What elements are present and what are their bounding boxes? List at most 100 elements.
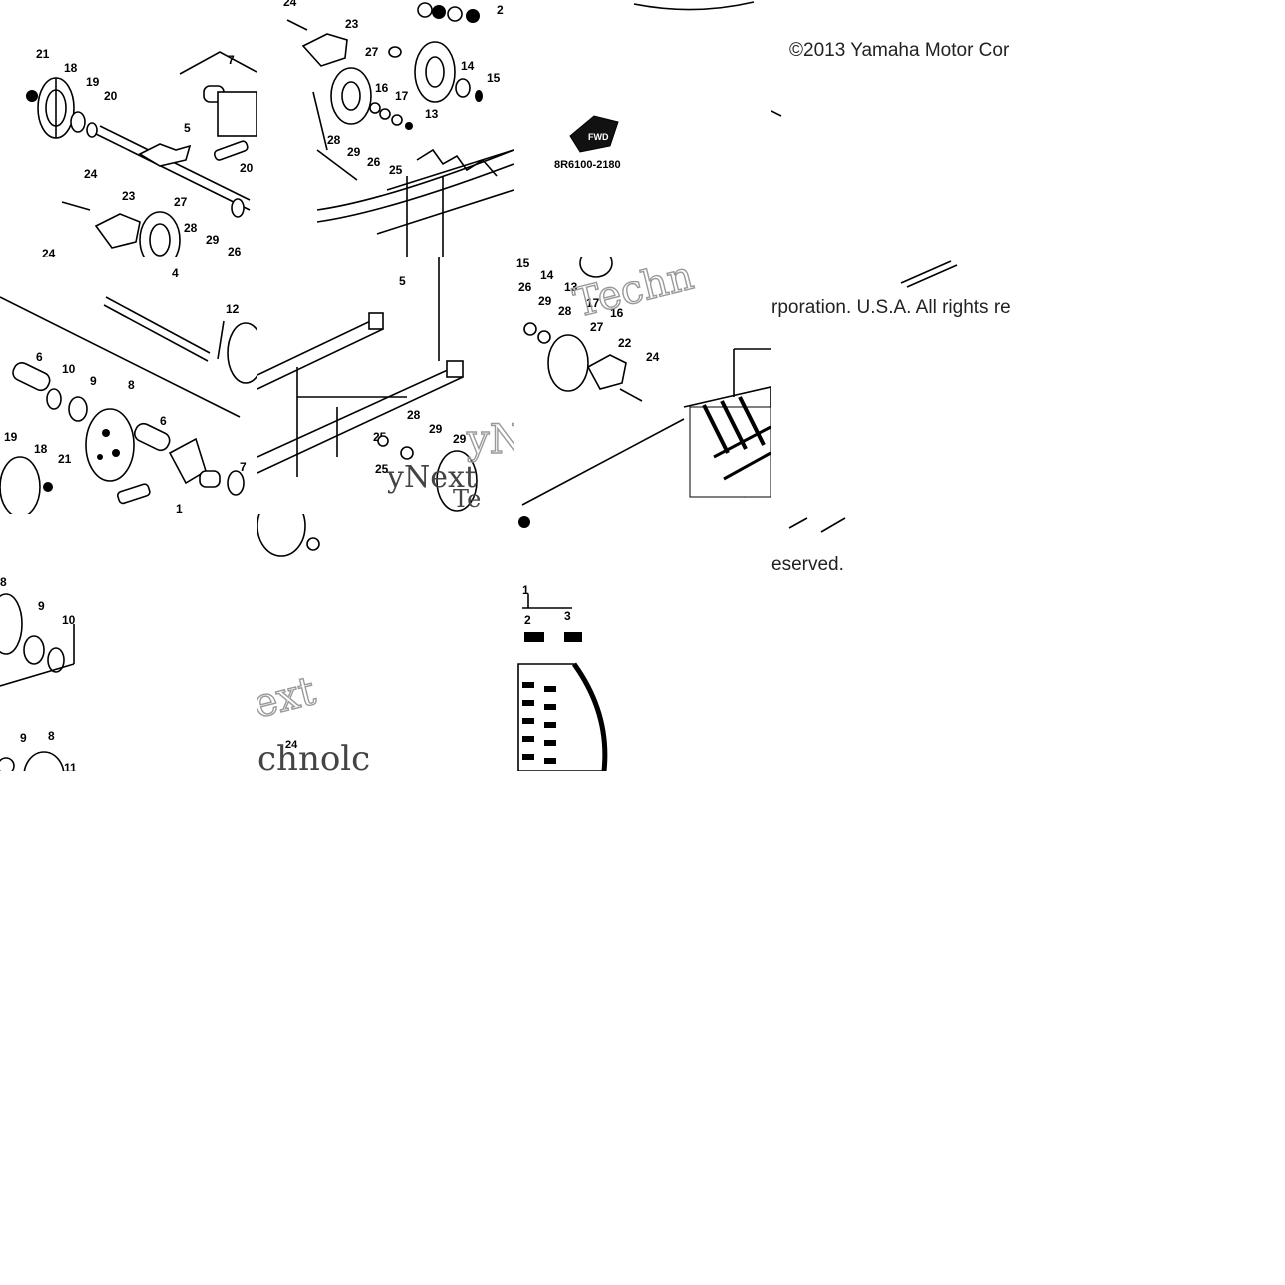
callout-18b: 18 bbox=[34, 442, 48, 456]
callout-12: 12 bbox=[226, 302, 240, 316]
callout-16e: 16 bbox=[610, 306, 624, 320]
callout-21b: 21 bbox=[58, 452, 72, 466]
fwd-arrow-decal bbox=[569, 115, 619, 153]
wheel-27 bbox=[139, 211, 181, 257]
rear-wheel-track-drawing: 15 14 13 26 29 28 17 16 27 22 24 Techn bbox=[516, 257, 771, 506]
copyright-tile-2: rporation. U.S.A. All rights re bbox=[771, 257, 1028, 514]
wheel-lower-center bbox=[257, 514, 306, 557]
diagram-tile-upper-left: 21 18 19 20 7 5 20 24 23 27 28 29 26 24 bbox=[0, 0, 257, 257]
diagram-tile-middle-right: 15 14 13 26 29 28 17 16 27 22 24 Techn bbox=[514, 257, 771, 514]
callout-29e: 29 bbox=[453, 432, 467, 446]
wheel-8f bbox=[0, 593, 23, 655]
callout-6b: 6 bbox=[160, 414, 167, 428]
callout-2g: 2 bbox=[524, 613, 531, 627]
clip-3 bbox=[564, 632, 582, 642]
arm-plate bbox=[138, 143, 192, 167]
callout-8f: 8 bbox=[0, 575, 7, 589]
clip-2 bbox=[524, 632, 544, 642]
callout-28c: 28 bbox=[327, 133, 341, 147]
callout-19b: 19 bbox=[4, 430, 18, 444]
block-22 bbox=[586, 354, 627, 390]
callout-17e: 17 bbox=[586, 296, 600, 310]
callout-24b: 24 bbox=[42, 247, 56, 257]
diagram-tile-lower-center: ext chnolc 24 bbox=[257, 514, 514, 771]
callout-18: 18 bbox=[64, 61, 78, 75]
wheel-center bbox=[436, 450, 478, 512]
callout-20b: 20 bbox=[240, 161, 254, 175]
copyright-text-2: rporation. U.S.A. All rights re bbox=[771, 297, 1011, 318]
bracket bbox=[217, 91, 257, 137]
main-shaft-drawing: 4 12 6 10 9 8 6 7 19 18 21 1 bbox=[0, 266, 257, 514]
callout-14e: 14 bbox=[540, 268, 554, 282]
callout-24c: 24 bbox=[283, 0, 297, 9]
callout-6: 6 bbox=[36, 350, 43, 364]
callout-1g: 1 bbox=[522, 583, 529, 597]
callout-1: 1 bbox=[176, 502, 183, 514]
rail-upper bbox=[257, 314, 384, 376]
callout-11: 11 bbox=[64, 761, 77, 771]
shaft-line bbox=[95, 133, 251, 211]
bolt-lower bbox=[116, 483, 151, 505]
callout-17: 17 bbox=[395, 89, 409, 103]
bearing-19 bbox=[70, 111, 86, 133]
callout-23: 23 bbox=[122, 189, 136, 203]
callout-29: 29 bbox=[206, 233, 220, 247]
callout-10: 10 bbox=[62, 362, 76, 376]
rail-lower bbox=[257, 362, 464, 458]
callout-27: 27 bbox=[174, 195, 188, 209]
diagram-tile-upper-center: 24 23 27 16 17 13 14 15 28 29 26 25 2 bbox=[257, 0, 514, 257]
callout-27c: 27 bbox=[365, 45, 379, 59]
watermark-ext: ext bbox=[257, 668, 320, 728]
track-belt-lower bbox=[517, 662, 608, 771]
callout-24: 24 bbox=[84, 167, 98, 181]
spacer-wheels-drawing: 8 9 10 9 8 11 bbox=[0, 575, 77, 771]
diagram-tile-lower-left: 8 9 10 9 8 11 bbox=[0, 514, 257, 771]
callout-15: 15 bbox=[487, 71, 501, 85]
slide-rail-bottom bbox=[316, 163, 514, 223]
diagram-tile-middle-left: 4 12 6 10 9 8 6 7 19 18 21 1 bbox=[0, 257, 257, 514]
callout-24g: 24 bbox=[285, 739, 298, 751]
callout-21: 21 bbox=[36, 47, 50, 61]
copyright-tile-1: 25 ©2013 Yamaha Motor Cor bbox=[771, 0, 1028, 257]
shaft-4 bbox=[105, 296, 211, 354]
callout-8: 8 bbox=[128, 378, 135, 392]
callout-9g: 9 bbox=[20, 731, 27, 745]
wheel-8 bbox=[85, 408, 135, 482]
callout-24e: 24 bbox=[646, 350, 660, 364]
callout-23c: 23 bbox=[345, 17, 359, 31]
callout-14: 14 bbox=[461, 59, 475, 73]
callout-9f: 9 bbox=[38, 599, 45, 613]
callout-15e: 15 bbox=[516, 257, 530, 270]
pin-12 bbox=[217, 320, 225, 360]
callout-9: 9 bbox=[90, 374, 97, 388]
watermark-text-2: yNext bbox=[386, 460, 477, 495]
wheel-13 bbox=[414, 41, 456, 103]
bolt-24 bbox=[61, 201, 91, 211]
callout-25f: 25 bbox=[375, 462, 389, 476]
callout-5: 5 bbox=[184, 121, 191, 135]
collar-6 bbox=[12, 362, 51, 392]
diagram-tile-middle-center: 5 28 29 29 25 25 yNe yNext Te bbox=[257, 257, 514, 514]
callout-13: 13 bbox=[425, 107, 439, 121]
callout-10f: 10 bbox=[62, 613, 76, 627]
diagram-tile-lower-right: 1 2 3 bbox=[514, 514, 771, 771]
callout-26e: 26 bbox=[518, 280, 532, 294]
callout-5c: 5 bbox=[399, 274, 406, 288]
callout-16: 16 bbox=[375, 81, 389, 95]
callout-25c: 25 bbox=[389, 163, 403, 177]
track-edge bbox=[521, 418, 685, 506]
copyright-text-3: eserved. bbox=[771, 554, 844, 575]
callout-20: 20 bbox=[104, 89, 118, 103]
callout-3g: 3 bbox=[564, 609, 571, 623]
nut-21 bbox=[26, 90, 38, 102]
wheel-27e bbox=[547, 334, 589, 392]
copyright-tile-3: eserved. bbox=[771, 514, 1028, 771]
wheel-right bbox=[227, 322, 257, 384]
slide-rail-frame-drawing: 5 28 29 29 25 25 yNe yNext Te bbox=[257, 257, 514, 513]
callout-28d: 28 bbox=[407, 408, 421, 422]
wheel-27c bbox=[330, 67, 372, 125]
callout-19: 19 bbox=[86, 75, 100, 89]
watermark-chnol: chnolc bbox=[257, 739, 370, 771]
diagram-tile-upper-right: FWD 8R6100-2180 bbox=[514, 0, 771, 257]
watermark-text: yNe bbox=[466, 417, 514, 463]
